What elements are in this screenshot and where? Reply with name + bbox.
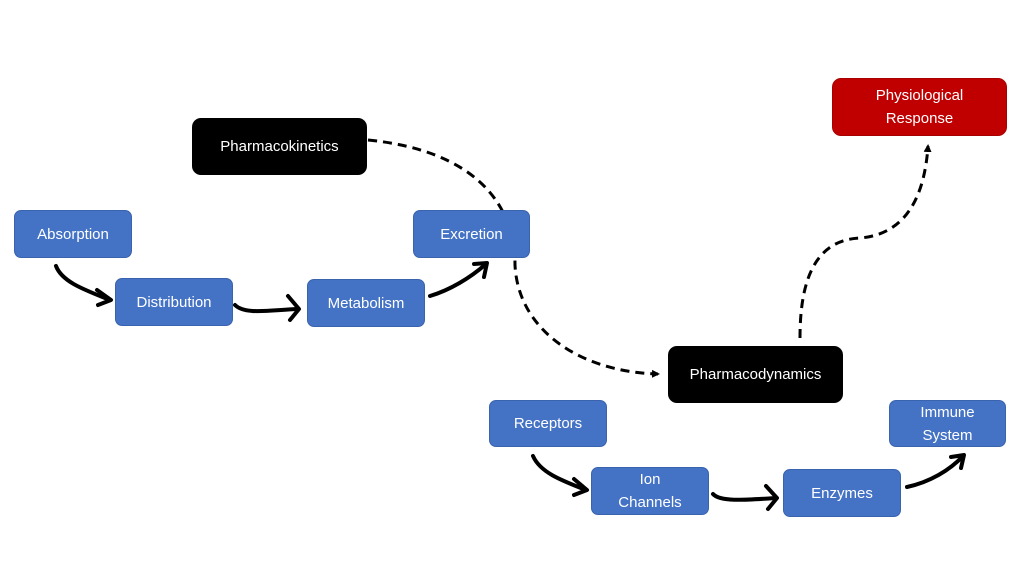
edge-receptors-to-ion-channels <box>531 454 589 497</box>
edge-pharmacokinetics-to-pharmacodynamics <box>367 138 660 378</box>
edge-enzymes-to-immune-system <box>905 453 966 489</box>
node-pharmacodynamics: Pharmacodynamics <box>668 346 843 403</box>
node-physiological-response: Physiological Response <box>832 78 1007 136</box>
edge-pharmacodynamics-to-response <box>798 144 932 339</box>
edge-absorption-to-distribution <box>54 264 113 307</box>
node-receptors: Receptors <box>489 400 607 447</box>
node-pharmacokinetics: Pharmacokinetics <box>192 118 367 175</box>
node-immune-system: Immune System <box>889 400 1006 447</box>
node-excretion: Excretion <box>413 210 530 258</box>
edge-ion-channels-to-enzymes <box>711 484 779 511</box>
node-absorption: Absorption <box>14 210 132 258</box>
edge-distribution-to-metabolism <box>233 294 301 322</box>
node-distribution: Distribution <box>115 278 233 326</box>
node-metabolism: Metabolism <box>307 279 425 327</box>
node-ion-channels: Ion Channels <box>591 467 709 515</box>
edge-metabolism-to-excretion <box>428 261 489 298</box>
node-enzymes: Enzymes <box>783 469 901 517</box>
